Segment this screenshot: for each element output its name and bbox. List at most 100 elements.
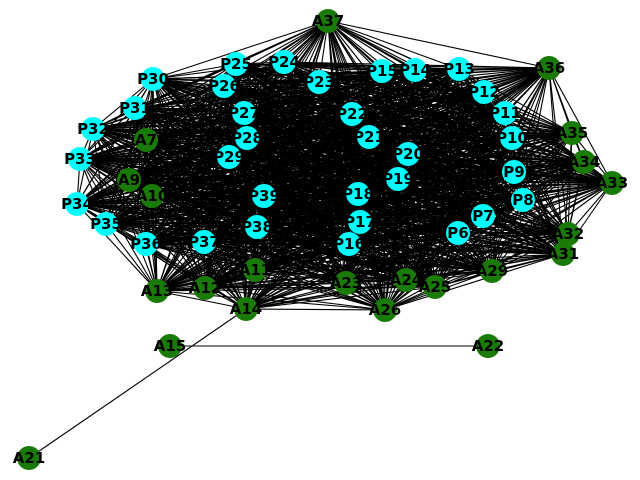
edge-a37-p13 — [327, 20, 460, 70]
edge-p27-p23 — [243, 81, 320, 114]
node-label: A34 — [568, 153, 600, 171]
node-a29: A29 — [476, 259, 508, 283]
edge-a26-a14 — [245, 308, 386, 311]
edge-p22-p14 — [351, 69, 416, 115]
node-circle — [212, 74, 236, 98]
edge-a33-p10 — [511, 137, 613, 184]
node-circle — [224, 52, 248, 76]
edge-p18-p13 — [357, 68, 460, 195]
edge-p38-p16 — [256, 226, 350, 245]
edge-p15-p12 — [381, 70, 485, 93]
edge-a12-p35 — [105, 223, 206, 289]
node-circle — [511, 188, 535, 212]
node-label: A23 — [330, 274, 362, 292]
node-circle — [17, 446, 41, 470]
node-a33: A33 — [596, 171, 628, 195]
edge-a12-p36 — [145, 243, 206, 289]
node-a11: A11 — [239, 258, 271, 282]
edge-p38-p9 — [256, 171, 515, 228]
node-circle — [537, 56, 561, 80]
node-p21: P21 — [353, 125, 385, 149]
node-p10: P10 — [496, 126, 528, 150]
node-p7: P7 — [471, 204, 495, 228]
node-p37: P37 — [188, 230, 220, 254]
node-a36: A36 — [533, 56, 565, 80]
edge-p14-p9 — [414, 69, 515, 173]
node-circle — [337, 232, 361, 256]
edge-p17-p10 — [359, 137, 513, 223]
node-circle — [193, 276, 217, 300]
edge-a36-p13 — [458, 67, 550, 70]
node-circle — [272, 50, 296, 74]
edge-a14-p36 — [145, 243, 247, 310]
edge-p34-p25 — [76, 63, 237, 205]
edge-p38-p8 — [256, 199, 524, 228]
node-a35: A35 — [556, 121, 588, 145]
node-p38: P38 — [241, 215, 273, 239]
node-label: A14 — [230, 300, 262, 318]
edge-p15-p7 — [381, 70, 484, 217]
node-circle — [192, 230, 216, 254]
edge-a31-p10 — [511, 137, 564, 255]
node-label: P33 — [64, 150, 96, 168]
edge-a37-p30 — [152, 20, 329, 80]
node-label: A36 — [533, 59, 565, 77]
node-circle — [357, 125, 381, 149]
node-label: A37 — [312, 12, 344, 30]
node-circle — [65, 192, 89, 216]
node-p32: P32 — [77, 117, 109, 141]
edge-p28-p18 — [246, 137, 359, 195]
edge-p35-p21 — [105, 136, 370, 225]
node-label: P12 — [468, 83, 500, 101]
node-label: P17 — [344, 213, 376, 231]
edge-p13-p6 — [457, 68, 460, 234]
node-circle — [140, 184, 164, 208]
node-label: A31 — [547, 245, 579, 263]
edge-p25-p17 — [235, 63, 361, 223]
node-label: A26 — [369, 301, 401, 319]
node-label: A11 — [239, 261, 271, 279]
node-p6: P6 — [446, 221, 470, 245]
edge-p27-p18 — [243, 112, 359, 195]
edge-p27-p17 — [243, 112, 361, 223]
edge-p23-p18 — [318, 81, 359, 195]
edge-a25-a23 — [345, 282, 436, 288]
node-label: P6 — [447, 224, 468, 242]
edge-p14-p6 — [414, 69, 459, 234]
node-label: P25 — [220, 55, 252, 73]
node-circle — [94, 212, 118, 236]
node-circle — [551, 242, 575, 266]
node-label: P39 — [248, 187, 280, 205]
edge-a11-p35 — [105, 223, 256, 271]
node-p26: P26 — [208, 74, 240, 98]
node-a37: A37 — [312, 9, 344, 33]
node-label: P18 — [342, 185, 374, 203]
edge-p29-p17 — [228, 156, 361, 223]
node-label: A10 — [136, 187, 168, 205]
node-circle — [145, 279, 169, 303]
node-a9: A9 — [117, 168, 141, 192]
node-p33: P33 — [64, 147, 96, 171]
node-p23: P23 — [303, 70, 335, 94]
node-circle — [446, 221, 470, 245]
edge-p15-p9 — [381, 70, 515, 173]
edge-a23-a11 — [254, 269, 347, 284]
edge-a36-a34 — [548, 67, 585, 163]
edge-p10-p7 — [482, 137, 513, 217]
node-circle — [243, 258, 267, 282]
edge-p15-p8 — [381, 70, 524, 201]
edge-a35-a32 — [567, 132, 573, 235]
node-p39: P39 — [248, 184, 280, 208]
node-p31: P31 — [119, 96, 151, 120]
node-p11: P11 — [489, 101, 521, 125]
edge-a37-p25 — [235, 20, 329, 65]
node-label: P32 — [77, 120, 109, 138]
edge-p35-p39 — [105, 195, 265, 225]
edge-a14-a13 — [156, 290, 247, 310]
node-p30: P30 — [137, 67, 169, 91]
edge-p9-p6 — [457, 171, 515, 234]
edge-p14-p12 — [414, 69, 485, 93]
node-label: P23 — [303, 73, 335, 91]
node-label: P31 — [119, 99, 151, 117]
